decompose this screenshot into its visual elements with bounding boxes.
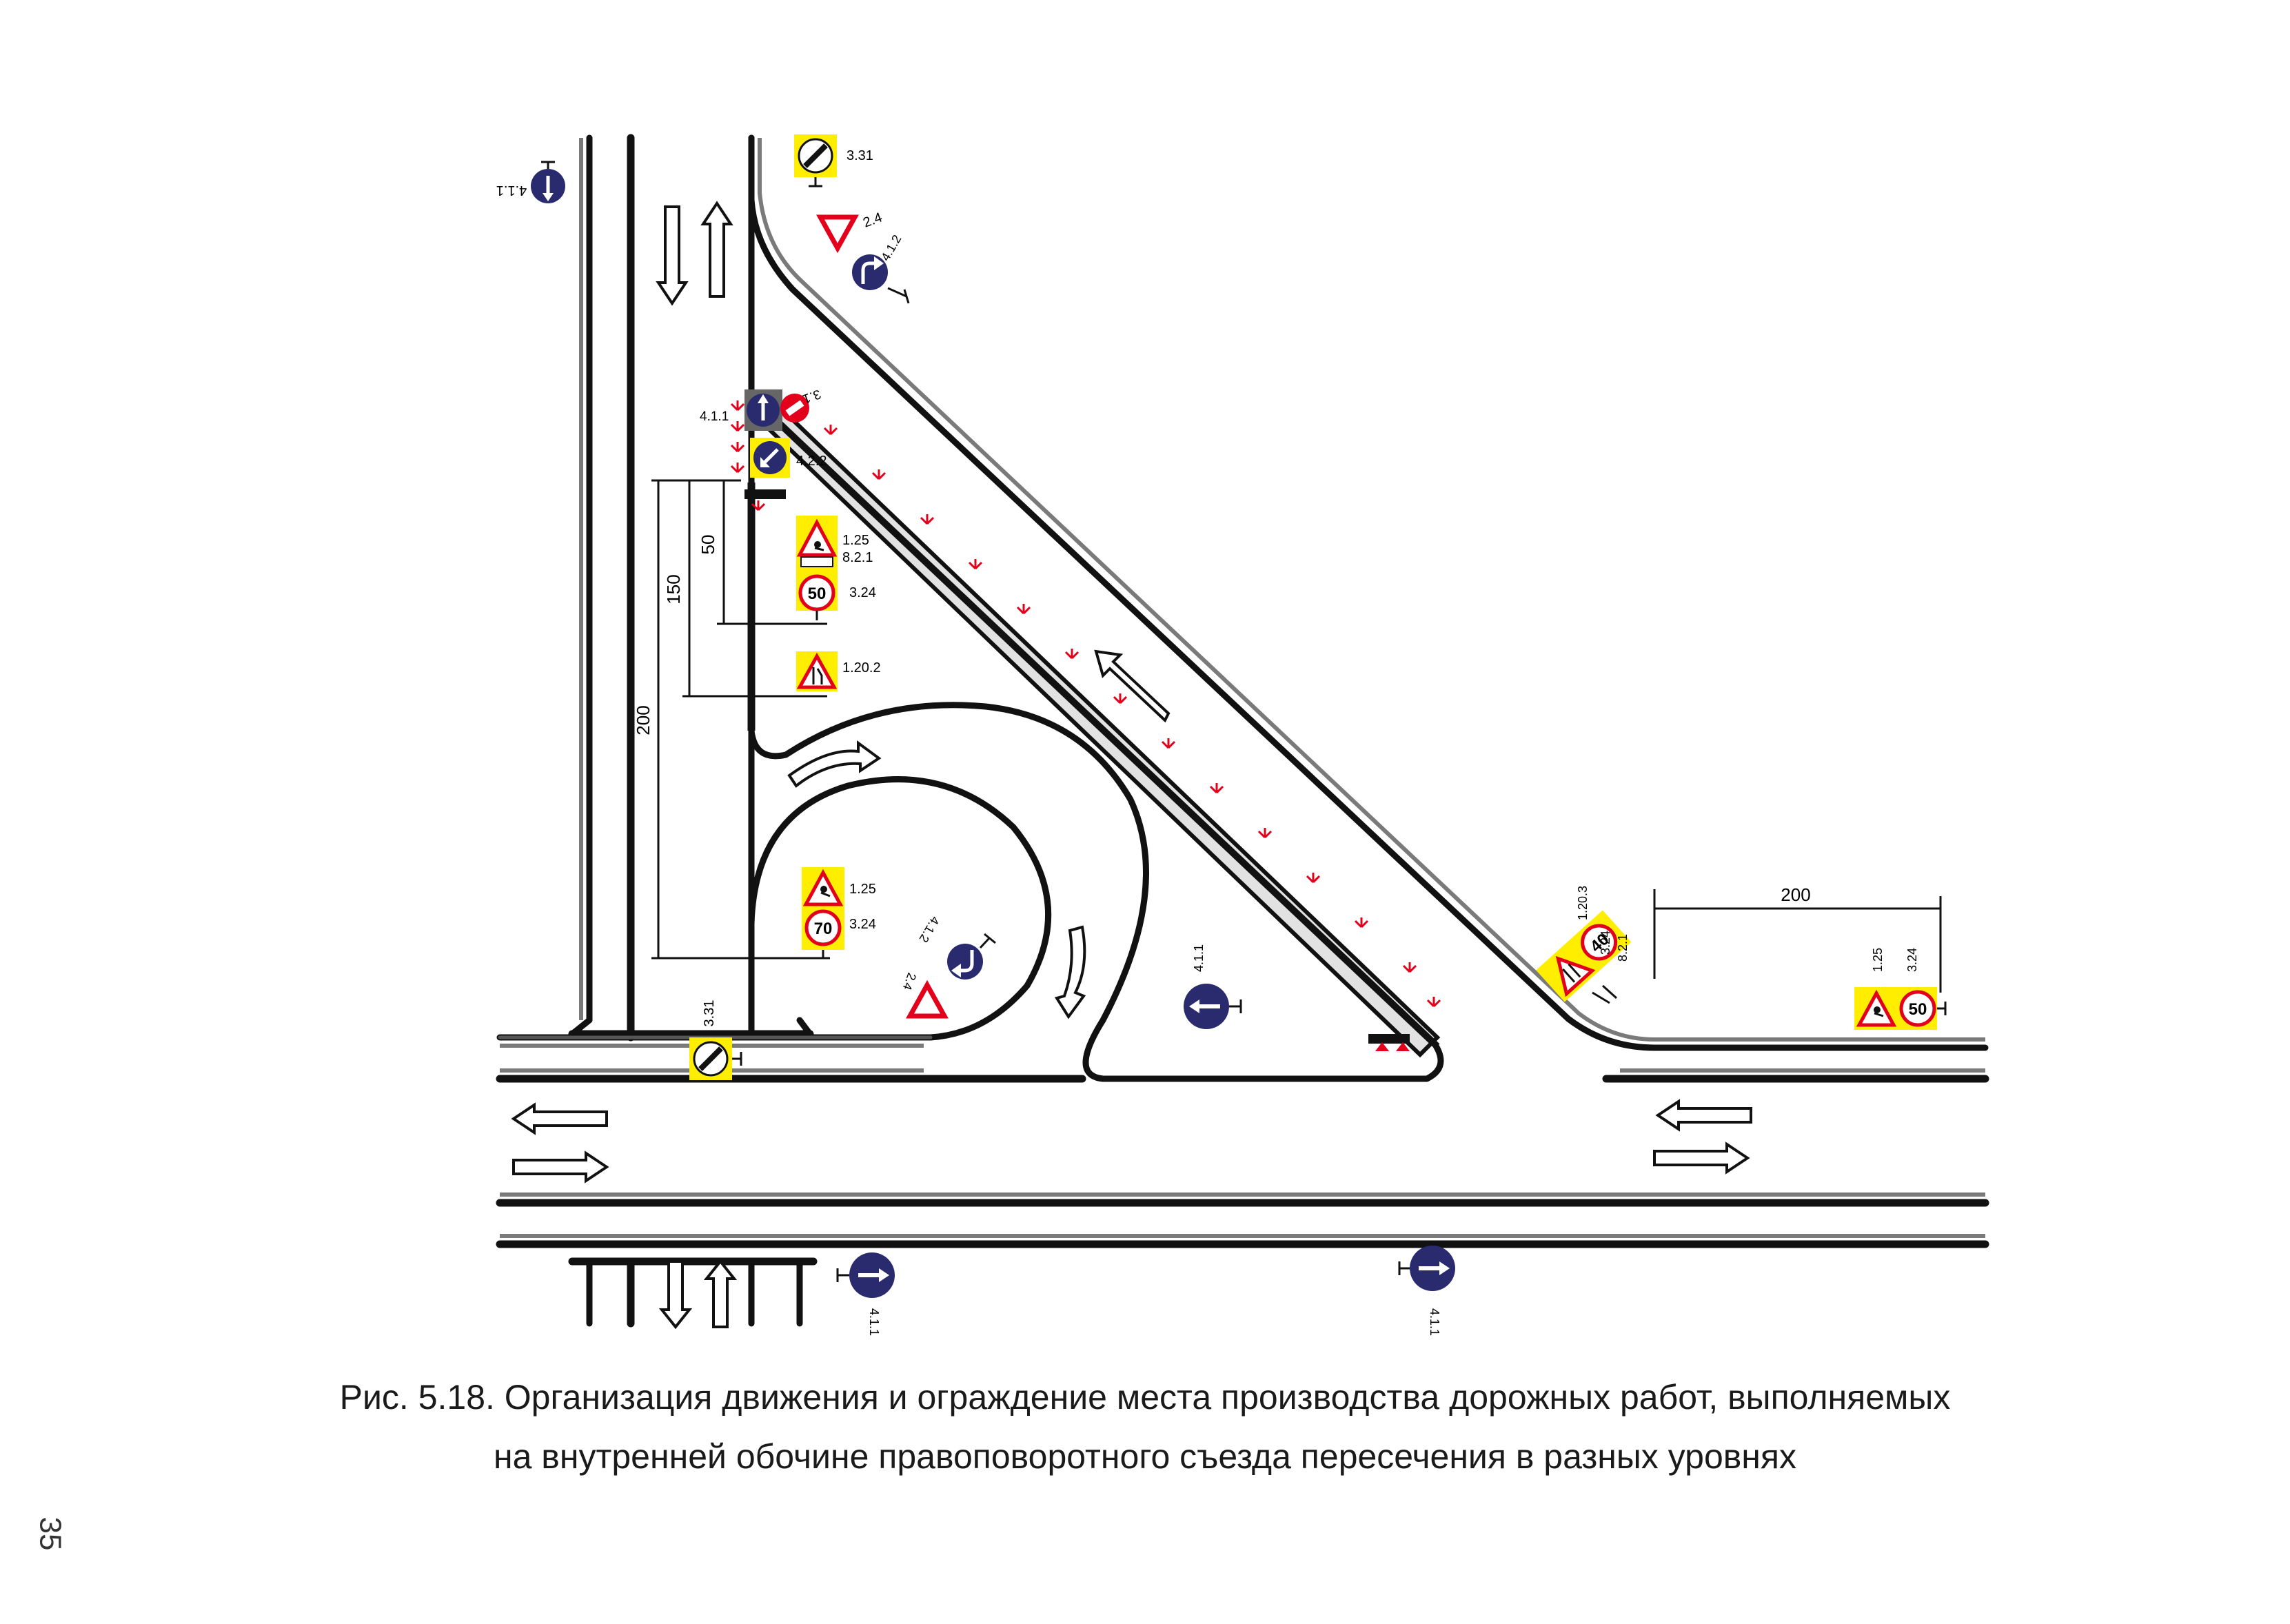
arrow-left-main	[511, 1102, 608, 1135]
arrow-down-bottom-road	[658, 1260, 693, 1330]
sign-turn-right-top: 4.1.2	[852, 232, 910, 304]
road-edges	[496, 134, 1989, 1328]
arrow-loop-right	[787, 740, 882, 788]
sign-end-restrictions-top: 3.31	[794, 134, 873, 187]
dim-50: 50	[698, 535, 718, 555]
svg-text:3.24: 3.24	[1905, 948, 1919, 972]
label-1-20-3: 1.20.3	[1576, 886, 1590, 920]
sign-narrowing-left: 1.20.2	[796, 651, 881, 691]
label-8-2-1-c: 8.2.1	[1616, 934, 1630, 962]
barrier-block-bottom	[1368, 1034, 1410, 1044]
arrow-loop-down	[1054, 925, 1086, 1019]
sign-turn-loop: 4.1.2	[917, 914, 996, 980]
work-zone-barrier	[759, 404, 1440, 1049]
sign-end-restrictions-bottom: 3.31	[689, 1000, 742, 1080]
dim-200-left: 200	[633, 705, 653, 735]
cones-row	[823, 423, 1441, 1008]
sign-yield-top: 2.4	[816, 210, 884, 254]
arrow-up-left-road	[700, 201, 733, 298]
sign-group-works-50-right: 50 1.25 3.24	[1854, 948, 1947, 1030]
svg-text:3.24: 3.24	[849, 917, 876, 932]
label-3-31-top: 3.31	[847, 148, 873, 163]
svg-text:4.1.1: 4.1.1	[1428, 1308, 1441, 1336]
sign-straight-island: 4.1.1	[700, 389, 782, 431]
sign-group-narrowing-40: 40	[1536, 910, 1632, 1002]
svg-text:1.25: 1.25	[842, 533, 869, 548]
svg-text:1.25: 1.25	[849, 882, 876, 897]
dimensions	[651, 479, 1942, 993]
left-road-outer-edge	[569, 134, 593, 1037]
svg-text:1.20.2: 1.20.2	[842, 660, 881, 676]
svg-text:2.4: 2.4	[861, 210, 884, 231]
svg-text:4.1.2: 4.1.2	[917, 914, 942, 945]
svg-text:4.1.1: 4.1.1	[496, 183, 527, 198]
svg-text:50: 50	[808, 585, 827, 603]
svg-text:70: 70	[814, 920, 833, 938]
svg-text:8.2.1: 8.2.1	[842, 550, 873, 565]
sign-straight-bottomright: 4.1.1	[1398, 1246, 1455, 1336]
loop-ramp-edge	[496, 776, 1052, 1041]
svg-text:4.1.2: 4.1.2	[878, 232, 904, 263]
svg-text:2.4: 2.4	[900, 971, 919, 992]
arrow-up-bottom-road	[703, 1259, 738, 1328]
svg-text:3.31: 3.31	[702, 1000, 717, 1027]
sign-yield-loop: 2.4	[900, 971, 949, 1019]
sign-keep-left: 4.2.2	[750, 438, 827, 478]
dim-200-right: 200	[1781, 884, 1810, 905]
sign-group-works-70: 70 1.25 3.24	[802, 867, 876, 960]
page-number: 35	[33, 1516, 68, 1551]
closed-work-zone	[749, 404, 1441, 1058]
lane-arrows	[511, 201, 1752, 1330]
arrow-right-main	[512, 1150, 609, 1184]
sign-straight-triangle: 4.1.1	[1184, 944, 1242, 1029]
sign-straight-bottomleft: 4.1.1	[836, 1252, 895, 1336]
arrow-down-left-road	[656, 205, 689, 306]
arrow-left-main-right	[1655, 1099, 1752, 1132]
svg-text:1.25: 1.25	[1871, 948, 1885, 972]
sign-straight-topleft: 4.1.1	[496, 161, 565, 203]
arrow-diagonal-up	[1094, 649, 1171, 723]
figure-caption-line-1: Рис. 5.18. Организация движения и огражд…	[339, 1378, 1951, 1417]
svg-text:4.1.1: 4.1.1	[700, 409, 729, 424]
svg-text:4.1.1: 4.1.1	[1192, 944, 1206, 972]
sign-no-entry: 3.1	[780, 386, 822, 423]
arrow-right-main-right	[1653, 1141, 1750, 1175]
svg-text:4.1.1: 4.1.1	[867, 1308, 881, 1336]
ramp-outer-edge	[748, 134, 1989, 1051]
ramp-inner-edge	[748, 431, 1444, 1082]
figure-caption-line-2: на внутренней обочине правоповоротного с…	[493, 1437, 1796, 1476]
dim-150: 150	[663, 574, 684, 604]
label-3-24-c: 3.24	[1599, 931, 1612, 955]
sign-group-works-50: 50 1.25 8.2.1 3.24	[796, 516, 876, 620]
barrier-block-top	[744, 489, 786, 499]
svg-text:3.24: 3.24	[849, 585, 876, 600]
svg-text:50: 50	[1909, 1000, 1927, 1019]
svg-text:4.2.2: 4.2.2	[796, 454, 827, 469]
